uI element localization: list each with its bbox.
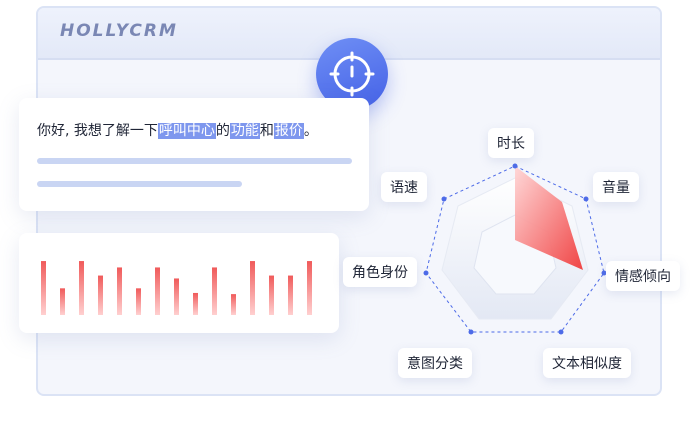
radar-label-intent: 意图分类 bbox=[398, 348, 472, 378]
audio-waveform-card bbox=[19, 233, 339, 333]
placeholder-line bbox=[37, 158, 352, 164]
waveform-bar bbox=[231, 294, 236, 315]
brand-logo: HOLLYCRM bbox=[60, 21, 178, 41]
message-text: 的 bbox=[215, 123, 230, 139]
radar-vertex-dot bbox=[468, 329, 474, 335]
keyword-highlight: 报价 bbox=[273, 123, 304, 139]
radar-label-text-similarity: 文本相似度 bbox=[543, 348, 631, 378]
message-text: 和 bbox=[259, 123, 274, 139]
radar-highlight-area bbox=[515, 166, 583, 270]
waveform-bar bbox=[98, 275, 103, 315]
radar-label-speed: 语速 bbox=[381, 172, 427, 202]
radar-label-role: 角色身份 bbox=[343, 257, 417, 287]
radar-vertex-dot bbox=[558, 329, 564, 335]
radar-vertex-dot bbox=[423, 270, 429, 276]
radar-label-duration: 时长 bbox=[488, 128, 534, 158]
waveform-bar bbox=[41, 261, 46, 315]
radar-label-volume: 音量 bbox=[593, 172, 639, 202]
waveform-bar bbox=[60, 288, 65, 315]
radar-label-sentiment: 情感倾向 bbox=[606, 261, 680, 291]
waveform-bar bbox=[269, 275, 274, 315]
waveform-bar bbox=[155, 267, 160, 315]
message-text: 你好, 我想了解一下 bbox=[37, 123, 158, 139]
audio-waveform bbox=[41, 261, 312, 315]
waveform-bar bbox=[193, 292, 198, 315]
waveform-bar bbox=[136, 288, 141, 315]
keyword-highlight: 呼叫中心 bbox=[157, 123, 216, 139]
waveform-bar bbox=[288, 275, 293, 315]
waveform-bar bbox=[79, 261, 84, 315]
chat-message-card: 你好, 我想了解一下呼叫中心的功能和报价。 bbox=[19, 98, 369, 211]
radar-outer-ring bbox=[425, 165, 605, 333]
placeholder-line bbox=[37, 181, 242, 187]
chat-message: 你好, 我想了解一下呼叫中心的功能和报价。 bbox=[37, 120, 318, 140]
radar-chart bbox=[423, 163, 607, 335]
keyword-highlight: 功能 bbox=[229, 123, 260, 139]
message-text: 。 bbox=[303, 123, 318, 139]
waveform-bar bbox=[250, 261, 255, 315]
radar-vertex-dot bbox=[441, 196, 447, 202]
compass-icon bbox=[329, 51, 375, 97]
waveform-bar bbox=[174, 278, 179, 315]
radar-vertex-dot bbox=[583, 196, 589, 202]
waveform-bar bbox=[307, 261, 312, 315]
radar-vertex-dot bbox=[601, 270, 607, 276]
waveform-bar bbox=[117, 267, 122, 315]
waveform-bar bbox=[212, 267, 217, 315]
radar-vertex-dot bbox=[512, 163, 518, 169]
